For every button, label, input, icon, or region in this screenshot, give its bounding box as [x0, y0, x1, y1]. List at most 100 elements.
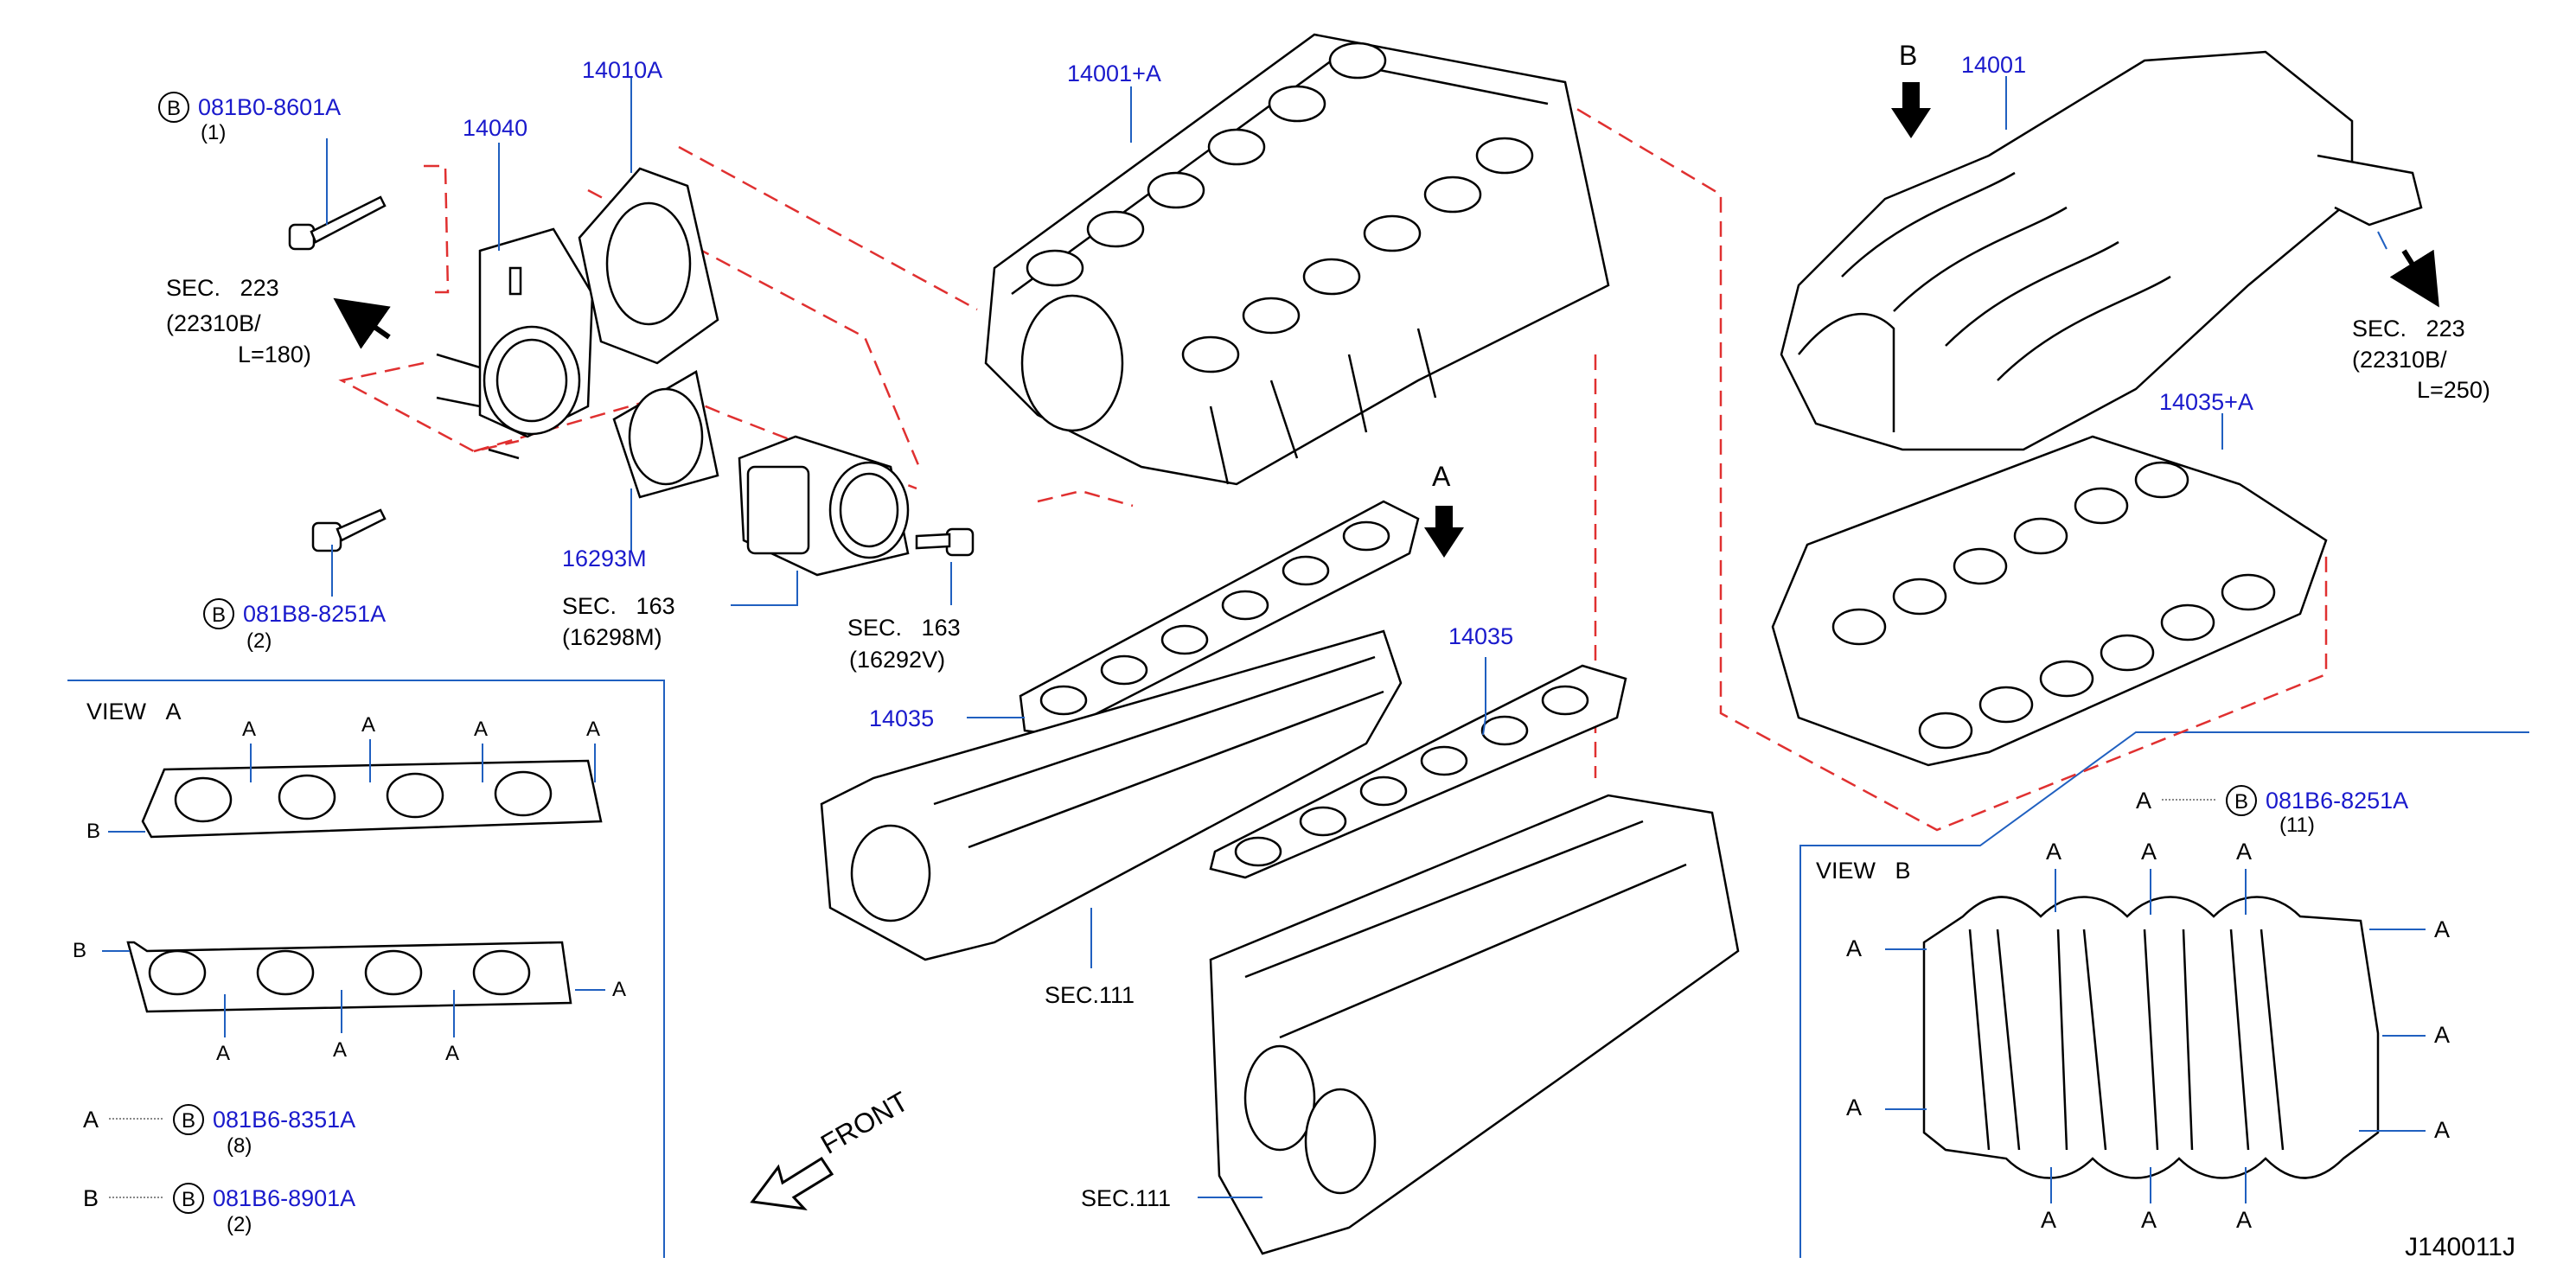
- sec223-right-len: L=250): [2417, 377, 2490, 403]
- sec223-left-len: L=180): [238, 341, 311, 367]
- view-b-mark: A: [2041, 1207, 2057, 1233]
- view-b-mark: A: [2141, 839, 2157, 865]
- part-14035-left[interactable]: 14035: [869, 705, 935, 731]
- view-a-mark: A: [586, 718, 601, 741]
- part-14035-right[interactable]: 14035: [1448, 623, 1514, 649]
- sec163-b-ref: (16292V): [849, 647, 946, 673]
- view-a-title-view: VIEW: [86, 699, 147, 724]
- sec163-a-sec: SEC.: [562, 593, 617, 619]
- view-a-mark: A: [216, 1042, 231, 1065]
- view-b-leaders: [1885, 869, 2426, 1203]
- part-14001A[interactable]: 14001+A: [1067, 61, 1161, 86]
- sec163-b-num: 163: [921, 615, 961, 641]
- part-16293M[interactable]: 16293M: [562, 546, 647, 571]
- view-b-mark: A: [2236, 839, 2253, 865]
- bolt-lower-qty: (2): [246, 629, 272, 653]
- view-frames: [67, 680, 2529, 1258]
- view-a-mark: B: [86, 820, 101, 843]
- sec163-b-sec: SEC.: [847, 615, 903, 641]
- view-b-mark: A: [2046, 839, 2062, 865]
- sec223-right-sec: SEC.: [2352, 316, 2407, 341]
- lower-intake-manifold: [984, 33, 1610, 486]
- sec163-a-num: 163: [636, 593, 675, 619]
- cylinder-head-left: [820, 629, 1403, 961]
- bolt-lower-callout: B 081B8-8251A: [203, 598, 386, 629]
- view-a-arrow-label: A: [1432, 461, 1451, 492]
- front-arrow: [750, 1156, 834, 1211]
- legend-badge: B: [173, 1183, 205, 1214]
- legend-qty: (2): [227, 1213, 252, 1236]
- sec111-lower: SEC.111: [1081, 1185, 1172, 1211]
- view-a-mark: A: [612, 978, 627, 1001]
- sec223-right-num: 223: [2426, 316, 2465, 341]
- view-b-legend: A B 081B6-8251A: [2136, 785, 2408, 816]
- sec223-right: SEC. 223: [2352, 317, 2465, 341]
- legend-part[interactable]: 081B6-8251A: [2266, 788, 2409, 814]
- view-a-title: VIEW A: [86, 700, 182, 724]
- part-14001[interactable]: 14001: [1961, 52, 2027, 78]
- throttle-chamber: [436, 227, 594, 460]
- legend-part[interactable]: 081B6-8901A: [213, 1185, 356, 1211]
- view-a-leaders: [102, 739, 605, 1037]
- bolt-upper: [288, 195, 387, 251]
- throttle-body: [738, 435, 910, 577]
- legend-key: A: [83, 1107, 99, 1133]
- bolt-lower-badge: B: [203, 598, 234, 629]
- legend-key: A: [2136, 788, 2152, 814]
- direction-arrows: [1424, 82, 1931, 558]
- gasket-14035A: [1771, 435, 2328, 767]
- view-a-mark: A: [333, 1038, 348, 1062]
- view-b-mark: A: [2141, 1207, 2157, 1233]
- diagram-code: J140011J: [2405, 1233, 2515, 1261]
- view-a-legend-a: A B 081B6-8351A: [83, 1104, 355, 1135]
- view-a-mark: B: [73, 939, 87, 962]
- view-b-gasket: [1922, 896, 2380, 1179]
- view-b-mark: A: [1846, 935, 1863, 961]
- upper-intake-manifold: [1780, 50, 2423, 451]
- sec163-a-ref: (16298M): [562, 624, 662, 650]
- view-b-mark: A: [2434, 1022, 2451, 1048]
- view-b-mark: A: [1846, 1095, 1863, 1120]
- view-b-mark: A: [2434, 1117, 2451, 1143]
- legend-part[interactable]: 081B6-8351A: [213, 1107, 356, 1133]
- leader-lines: [326, 76, 2387, 1198]
- sec223-left: SEC. 223: [166, 277, 279, 300]
- view-a-title-letter: A: [165, 699, 182, 724]
- legend-badge: B: [2226, 785, 2258, 816]
- view-a-mark: A: [242, 718, 257, 741]
- gasket-14035-left: [1019, 500, 1420, 737]
- sec-arrows: [333, 249, 2439, 349]
- view-a-mark: A: [445, 1042, 460, 1065]
- gasket-14035-right: [1209, 664, 1627, 879]
- bolt-upper-part[interactable]: 081B0-8601A: [198, 94, 342, 120]
- view-a-mark: A: [361, 713, 376, 737]
- gasket-14010A: [578, 167, 719, 365]
- legend-qty: (8): [227, 1134, 252, 1158]
- gasket-16293M: [612, 370, 719, 499]
- view-a-mark: A: [474, 718, 489, 741]
- view-b-mark: A: [2434, 916, 2451, 942]
- part-14040[interactable]: 14040: [463, 115, 528, 141]
- part-14035A[interactable]: 14035+A: [2159, 389, 2253, 415]
- view-b-mark: A: [2236, 1207, 2253, 1233]
- legend-badge: B: [173, 1104, 205, 1135]
- bolt-lower-part[interactable]: 081B8-8251A: [243, 601, 387, 627]
- bolt-lower: [311, 508, 387, 552]
- sec223-left-sec: SEC.: [166, 275, 221, 301]
- bolt-sec163: [915, 527, 975, 557]
- view-a-gasket-top: [141, 759, 603, 839]
- sec163-b: SEC. 163: [847, 616, 961, 640]
- view-b-title-letter: B: [1895, 858, 1911, 884]
- sec163-a: SEC. 163: [562, 595, 675, 618]
- sec223-left-ref: (22310B/: [166, 310, 261, 336]
- view-b-title: VIEW B: [1816, 859, 1911, 883]
- bolt-upper-qty: (1): [201, 121, 227, 144]
- part-14010A[interactable]: 14010A: [582, 57, 663, 83]
- legend-dots: [2162, 798, 2216, 801]
- view-b-title-view: VIEW: [1816, 858, 1876, 884]
- legend-qty: (11): [2279, 814, 2315, 837]
- sec223-left-num: 223: [240, 275, 279, 301]
